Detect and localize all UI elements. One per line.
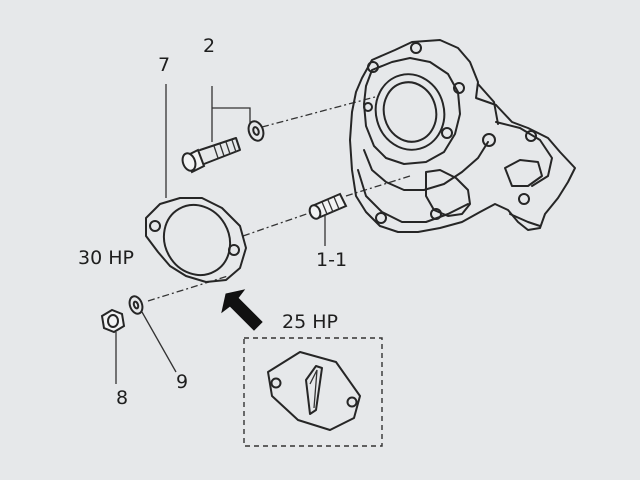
washer-part-2 [247, 120, 265, 142]
stud [308, 192, 348, 246]
leader-part-2 [211, 86, 251, 142]
callout-9: 9 [176, 371, 189, 393]
label-25hp: 25 HP [282, 311, 338, 333]
washer-part-9 [128, 295, 177, 373]
label-30hp: 30 HP [78, 247, 134, 269]
inset-box-25hp [243, 337, 383, 447]
pump-housing [349, 39, 576, 233]
callout-1-1: 1-1 [316, 249, 348, 271]
assembly-axis-lines [147, 96, 411, 302]
nut [100, 308, 126, 384]
gasket [145, 84, 247, 283]
thick-arrow-up-left-icon [221, 289, 263, 331]
callout-2: 2 [203, 35, 216, 57]
bolt [181, 137, 241, 174]
callout-8: 8 [116, 387, 129, 409]
callout-7: 7 [158, 54, 171, 76]
